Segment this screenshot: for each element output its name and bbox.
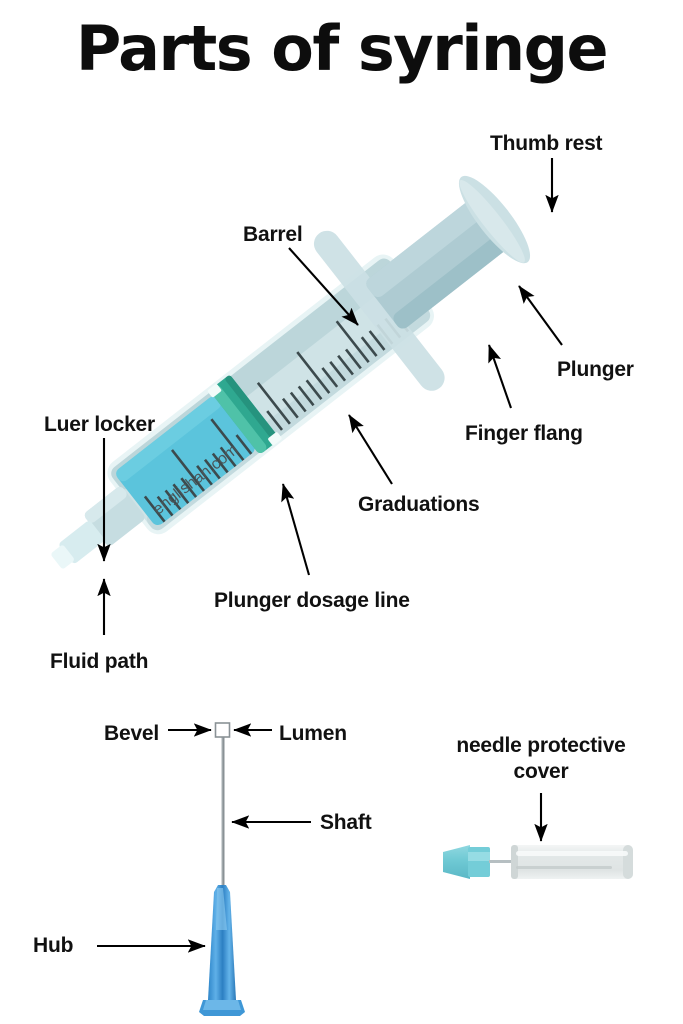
label-graduations: Graduations bbox=[358, 493, 480, 516]
plunger-seal bbox=[207, 375, 282, 453]
arrow-plunger-dosage-line bbox=[281, 483, 311, 576]
label-lumen: Lumen bbox=[279, 722, 347, 745]
label-plunger: Plunger bbox=[557, 358, 634, 381]
label-bevel: Bevel bbox=[104, 722, 160, 745]
arrow-barrel bbox=[288, 247, 359, 326]
luer-locker bbox=[51, 486, 145, 569]
label-hub: Hub bbox=[33, 934, 74, 957]
arrow-plunger bbox=[518, 285, 563, 346]
needle-hub bbox=[199, 885, 245, 1016]
cover-label-line1: needle protective bbox=[456, 734, 626, 757]
arrow-finger-flang bbox=[488, 344, 512, 409]
thumb-rest bbox=[458, 175, 531, 264]
label-needle-protective-cover: needle protective cover bbox=[438, 733, 644, 786]
arrow-graduations bbox=[348, 414, 393, 485]
page-title: Parts of syringe bbox=[75, 12, 609, 85]
syringe-illustration bbox=[51, 175, 531, 569]
finger-flange bbox=[313, 230, 445, 391]
label-thumb-rest: Thumb rest bbox=[490, 132, 603, 155]
fluid-path-tip bbox=[59, 521, 104, 564]
needle-lumen bbox=[214, 722, 231, 738]
needle-illustration bbox=[199, 722, 245, 1016]
label-barrel: Barrel bbox=[243, 223, 303, 246]
needle-shaft bbox=[221, 735, 225, 885]
label-luer-locker: Luer locker bbox=[44, 413, 156, 436]
label-fluid-path: Fluid path bbox=[50, 650, 149, 673]
covered-needle-illustration bbox=[443, 845, 633, 879]
cover-label-line2: cover bbox=[513, 760, 569, 784]
needle-protective-cover bbox=[511, 845, 633, 879]
label-finger-flang: Finger flang bbox=[465, 422, 583, 445]
label-shaft: Shaft bbox=[320, 811, 372, 834]
cover-needle-hub bbox=[443, 845, 470, 879]
label-plunger-dosage-line: Plunger dosage line bbox=[214, 589, 410, 612]
watermark: englishan.com bbox=[150, 441, 242, 519]
plunger-rod bbox=[366, 175, 531, 329]
